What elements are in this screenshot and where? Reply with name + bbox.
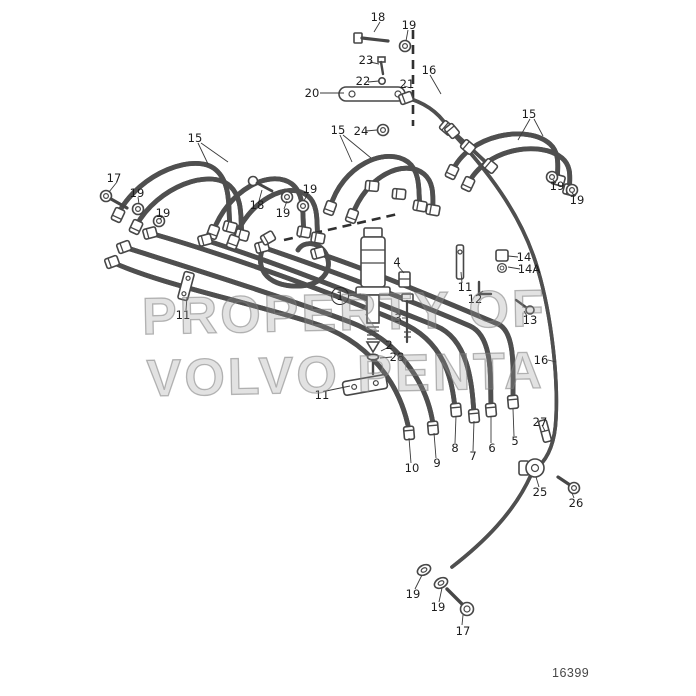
screw-23-shaft [379, 60, 385, 76]
clamp-11-middle [341, 373, 389, 397]
bracket-20 [338, 86, 406, 102]
bolt-18-mid-shaft [255, 181, 274, 193]
nut-19-top [398, 39, 412, 53]
callout-20: 20 [304, 86, 320, 100]
callout-8: 8 [451, 441, 459, 455]
callout-19: 19 [549, 179, 565, 193]
bolt-18-shaft [360, 36, 390, 43]
callout-24: 24 [353, 124, 369, 138]
callout-5: 5 [511, 434, 519, 448]
callout-16: 16 [421, 63, 437, 77]
bolt-13-shaft [514, 298, 529, 310]
injector-assembly [355, 227, 414, 376]
bolt-13-head [525, 305, 535, 315]
callout-17: 17 [106, 171, 122, 185]
washer-19-mid-1 [280, 190, 294, 204]
callout-15: 15 [521, 107, 537, 121]
clamps-and-brackets [177, 244, 553, 444]
top-bracket-assembly [338, 32, 412, 137]
callout-11: 11 [175, 308, 191, 322]
callout-22: 22 [355, 74, 371, 88]
callout-19: 19 [569, 193, 585, 207]
callout-19: 19 [155, 206, 171, 220]
callout-18: 18 [249, 198, 265, 212]
callout-14: 14 [516, 250, 532, 264]
callout-25: 25 [532, 485, 548, 499]
injector-flange [355, 286, 391, 296]
callout-1: 1 [331, 287, 349, 305]
strip-11-right [455, 244, 465, 280]
pipe-group-midleft [210, 179, 321, 245]
leader-lines [108, 21, 576, 626]
injector-body [360, 236, 386, 288]
callout-3: 3 [394, 311, 402, 325]
callout-17: 17 [455, 624, 471, 638]
bolt-17-bottom-shaft [445, 587, 465, 607]
bracket-20-hole-left [348, 90, 356, 98]
washer-19-left-1 [131, 202, 145, 216]
callout-18: 18 [370, 10, 386, 24]
nut-24 [376, 123, 390, 137]
callout-27: 27 [532, 415, 548, 429]
callout-16: 16 [533, 353, 549, 367]
bolt-17-left-shaft [109, 197, 129, 210]
callout-19: 19 [129, 186, 145, 200]
callout-9: 9 [433, 456, 441, 470]
washer-19-mid-2 [296, 199, 310, 213]
figure-number: 16399 [552, 666, 590, 680]
nut-14a [496, 262, 508, 274]
injector-top-nut [363, 227, 383, 238]
callout-23: 23 [358, 53, 374, 67]
callout-11: 11 [314, 388, 330, 402]
washer-19-bottom-2 [433, 576, 449, 590]
callout-7: 7 [469, 449, 477, 463]
callout-19: 19 [275, 206, 291, 220]
washers-and-hardware [99, 170, 579, 228]
callout-19: 19 [405, 587, 421, 601]
callout-11: 11 [457, 280, 473, 294]
washer-19-bottom-1 [416, 563, 432, 577]
injector-tip [365, 341, 381, 354]
injector-lower-body [366, 294, 380, 324]
banjo-and-bottom-bolts [416, 458, 581, 617]
callout-19: 19 [401, 18, 417, 32]
callout-4: 4 [393, 255, 401, 269]
callout-28: 28 [389, 350, 405, 364]
callout-10: 10 [404, 461, 420, 475]
callout-19: 19 [302, 182, 318, 196]
callout-15: 15 [330, 123, 346, 137]
bolt-26-shaft [556, 475, 572, 487]
bolt-18-mid-head [247, 175, 259, 187]
callout-19: 19 [430, 600, 446, 614]
long-pipe-bundle [109, 230, 513, 433]
callout-2: 2 [385, 338, 393, 352]
injector-thread [367, 326, 379, 340]
callout-14A: 14A [517, 262, 541, 276]
clamp-11-left [177, 270, 195, 302]
callout-6: 6 [488, 441, 496, 455]
clip-14 [495, 249, 509, 262]
callout-12: 12 [467, 292, 483, 306]
callout-13: 13 [522, 313, 538, 327]
callout-15: 15 [187, 131, 203, 145]
bolt-3-head [401, 293, 414, 302]
callout-26: 26 [568, 496, 584, 510]
callout-21: 21 [399, 77, 415, 91]
screw-22 [377, 77, 386, 86]
